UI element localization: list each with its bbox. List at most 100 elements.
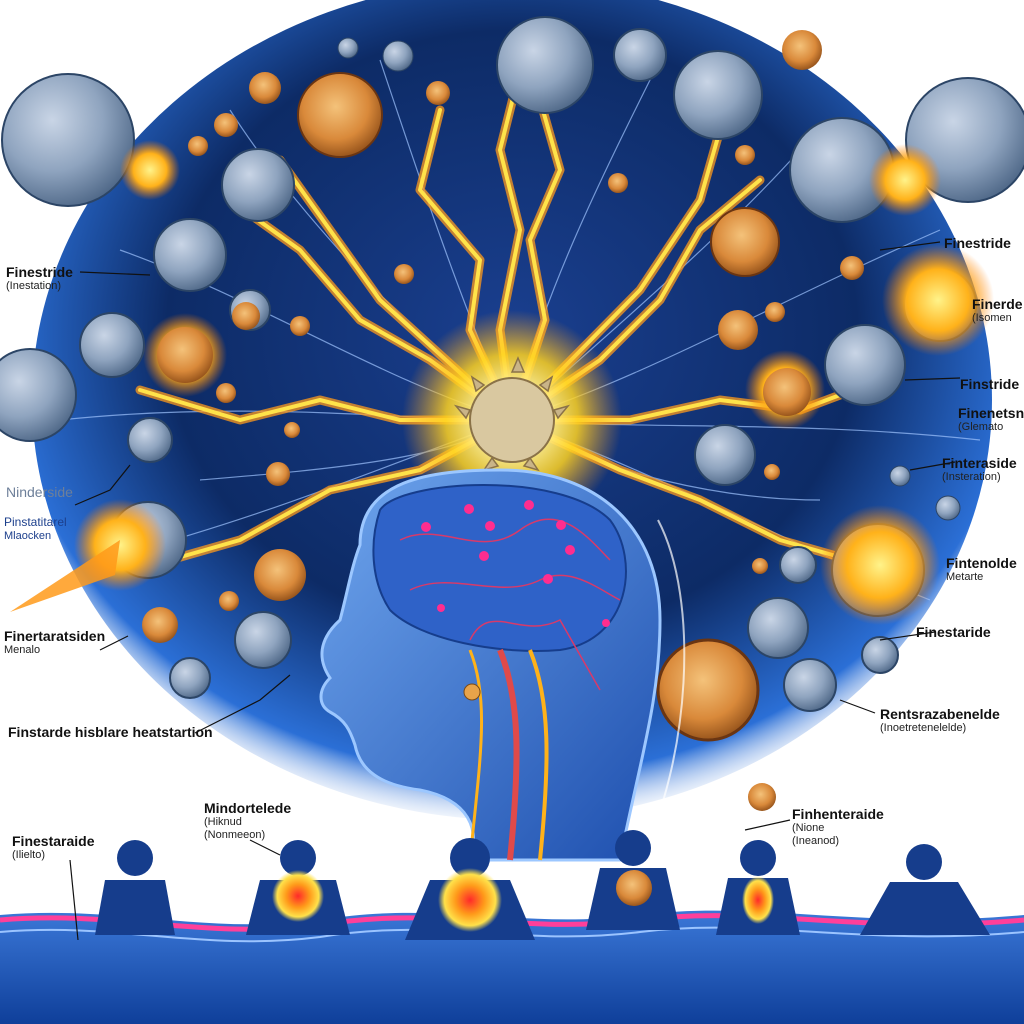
label-text: Mindortelede	[204, 800, 292, 816]
label-sub: (Insteration)	[942, 471, 1001, 484]
label-bottom-mindortelede: Mindortelede (Hiknud (Nonmeeon)	[204, 800, 291, 841]
nugget	[735, 145, 755, 165]
label-right-finstride: Finstride	[960, 376, 1019, 392]
cell	[79, 312, 145, 378]
label-sub: (Inoetretenelelde)	[880, 722, 967, 735]
nugget	[763, 368, 811, 416]
label-sub: Mlaocken	[4, 529, 52, 542]
label-left-finestride: Finestride (Inestation)	[6, 264, 73, 293]
label-text: Ninderside	[6, 484, 73, 500]
nugget	[394, 264, 414, 284]
cell	[747, 597, 809, 659]
nugget	[232, 302, 260, 330]
label-text: Finestaride	[916, 624, 991, 640]
nugget	[157, 327, 213, 383]
label-sub-2: (Ineanod)	[792, 834, 840, 847]
label-text: Finenetsnore	[958, 405, 1024, 421]
head-profile	[319, 468, 686, 862]
label-sub: (Isomen	[972, 312, 1012, 325]
pointer-lines	[69, 241, 961, 941]
figure	[405, 838, 535, 940]
nugget	[748, 783, 776, 811]
brain-nodes	[421, 500, 610, 627]
label-text: Finstarde hisblare heatstartion	[8, 724, 213, 740]
label-text: Finertaratsiden	[4, 628, 106, 644]
nugget	[188, 136, 208, 156]
cell	[1, 73, 135, 207]
brain-vessels	[399, 518, 621, 691]
cell	[783, 658, 837, 712]
figure	[586, 830, 680, 930]
cell	[613, 28, 667, 82]
cell	[861, 636, 899, 674]
label-center-heatstartion: Finstarde hisblare heatstartion	[8, 724, 213, 740]
cell	[337, 37, 359, 59]
nugget	[840, 256, 864, 280]
cell	[127, 417, 173, 463]
cell	[935, 495, 961, 521]
label-right-finenetsnore: Finenetsnore (Glemato	[958, 405, 1024, 434]
label-text: Finestaraide	[12, 833, 95, 849]
label-sub: (Inestation)	[6, 280, 62, 293]
label-right-finteraside: Finteraside (Insteration)	[942, 455, 1017, 484]
label-sub: (Ilielto)	[12, 849, 46, 862]
cells	[0, 16, 1024, 712]
figure	[860, 844, 990, 935]
label-bottom-finhenteraide: Finhenteraide (Nione (Ineanod)	[792, 806, 884, 847]
cell	[153, 218, 227, 292]
cell	[694, 424, 756, 486]
nugget	[284, 422, 300, 438]
flares	[10, 140, 994, 625]
central-neuron-spikes	[453, 356, 571, 472]
label-text: Rentsrazabenelde	[880, 706, 1000, 722]
nugget	[249, 72, 281, 104]
nugget	[718, 310, 758, 350]
label-text: Finerde	[972, 296, 1023, 312]
nugget	[782, 30, 822, 70]
label-text: Finestride	[944, 235, 1011, 251]
nugget	[710, 207, 780, 277]
label-sub: Menalo	[4, 644, 41, 657]
label-sub: Metarte	[946, 571, 984, 584]
nugget	[290, 316, 310, 336]
cell	[889, 465, 911, 487]
label-right-finestaride: Finestaride	[916, 624, 991, 640]
label-text: Finstride	[960, 376, 1020, 392]
nuggets	[142, 30, 864, 811]
label-right-fintenolde: Fintenolde Metarte	[946, 555, 1017, 584]
label-left-ninderside: Ninderside	[6, 484, 73, 500]
label-right-rentsrazabenelde: Rentsrazabenelde (Inoetretenelelde)	[880, 706, 1000, 735]
nugget	[297, 72, 383, 158]
nugget	[426, 81, 450, 105]
label-text: Fintenolde	[946, 555, 1017, 571]
label-text: Finteraside	[942, 455, 1017, 471]
nugget	[142, 607, 178, 643]
nugget	[214, 113, 238, 137]
label-left-finertaratsiden: Finertaratsiden Menalo	[4, 628, 105, 657]
central-neuron	[469, 377, 555, 463]
nugget	[219, 591, 239, 611]
cell	[779, 546, 817, 584]
cell	[824, 324, 906, 406]
figure	[246, 840, 350, 935]
brain	[372, 484, 627, 652]
nugget	[765, 302, 785, 322]
nugget	[608, 173, 628, 193]
label-text: Finhenteraide	[792, 806, 884, 822]
label-sub-2: (Nonmeeon)	[204, 828, 266, 841]
cell	[221, 148, 295, 222]
label-sub: (Glemato	[958, 421, 1004, 434]
cell	[673, 50, 763, 140]
nugget	[254, 549, 306, 601]
cell	[496, 16, 594, 114]
cell	[169, 657, 211, 699]
nugget	[764, 464, 780, 480]
label-left-pinstatitarel: Pinstatitarel Mlaocken	[4, 515, 67, 542]
label-right-finerde: Finerde (Isomen	[972, 296, 1023, 325]
figure	[716, 840, 800, 935]
label-right-finestride: Finestride	[944, 235, 1011, 251]
meditating-figures	[95, 830, 990, 940]
cell	[0, 348, 77, 442]
